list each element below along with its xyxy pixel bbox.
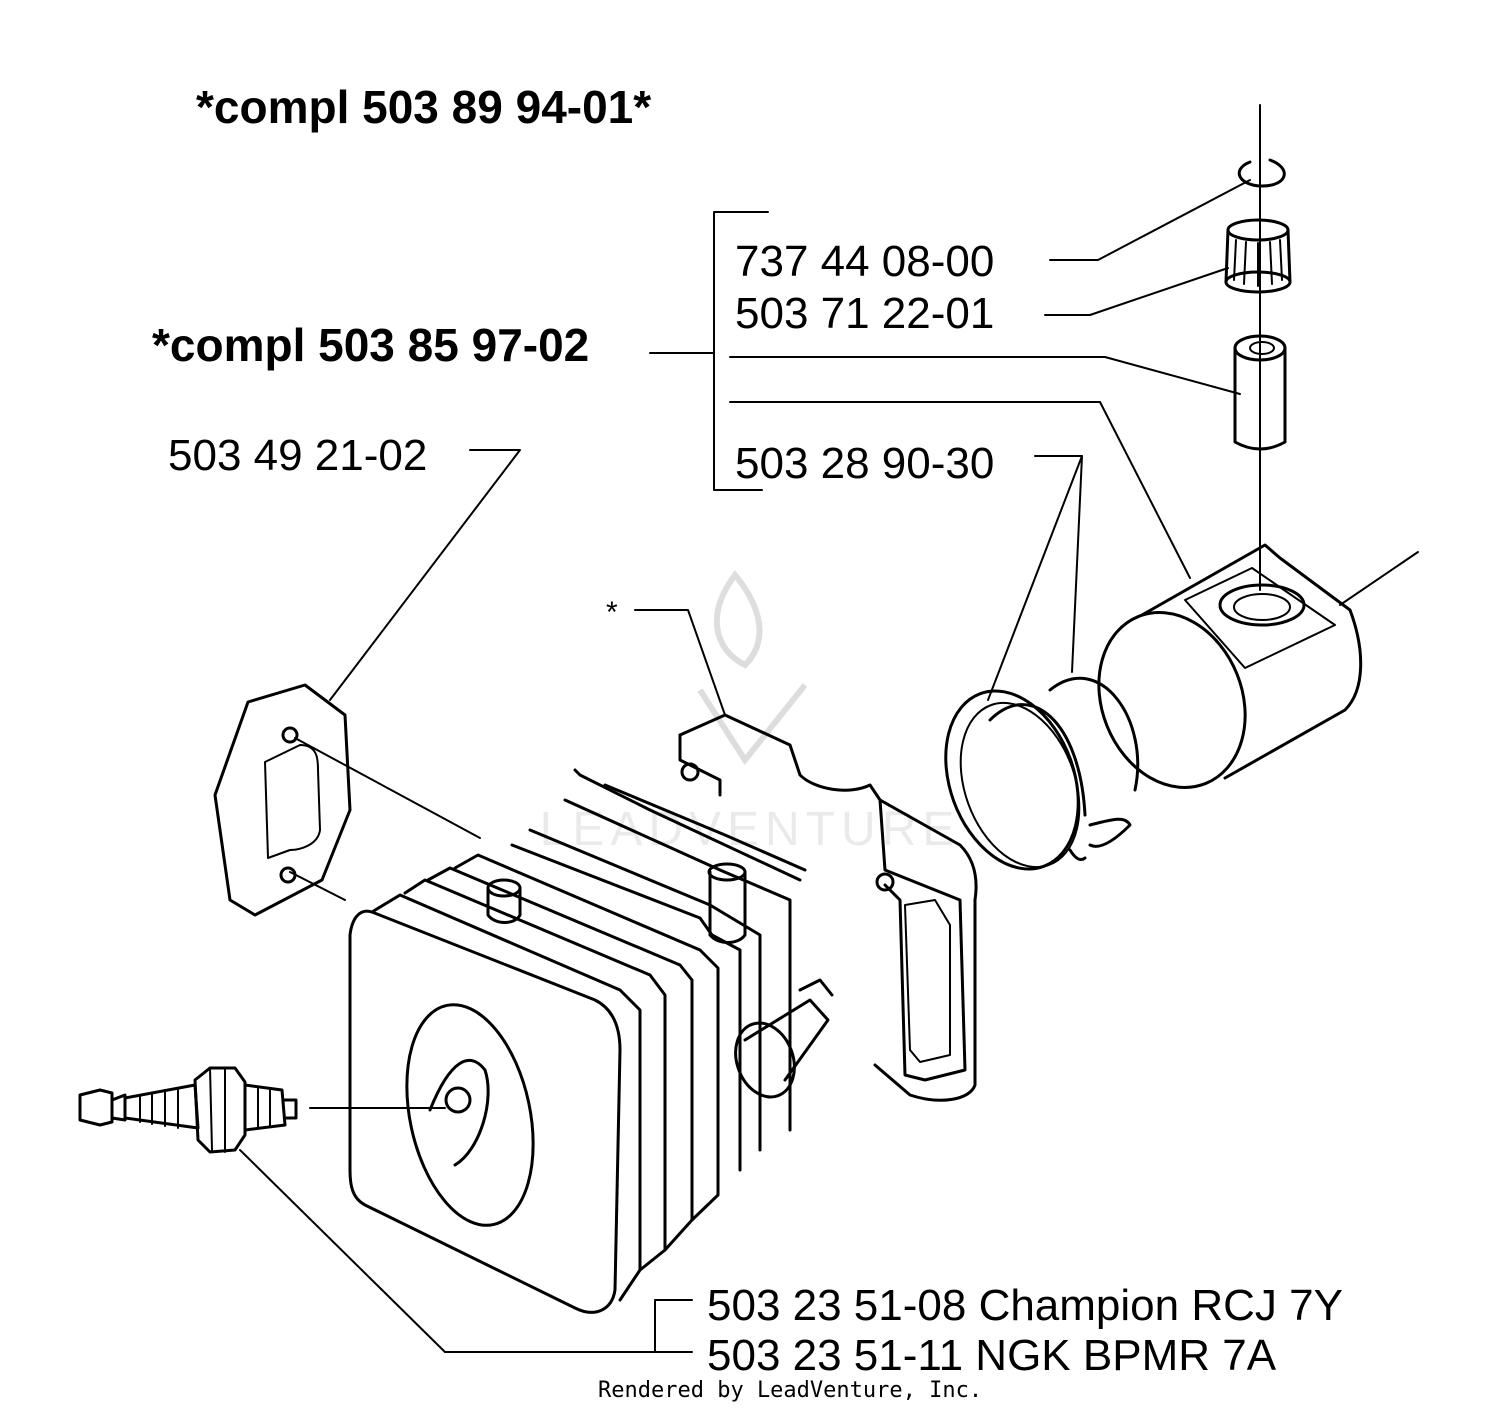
circlip-icon [1237, 158, 1286, 188]
watermark-text: LEADVENTURE [540, 803, 961, 856]
label-needle-bearing: 503 71 22-01 [735, 289, 995, 338]
cylinder-icon [348, 713, 978, 1314]
watermark-logo [697, 570, 808, 766]
label-gasket: 503 49 21-02 [168, 431, 428, 480]
piston-rings-icon [944, 676, 1140, 871]
gasket-icon [213, 683, 352, 917]
label-spark-plug-champion: 503 23 51-08 Champion RCJ 7Y [707, 1281, 1343, 1330]
piston-icon [1097, 543, 1363, 789]
piston-pin-icon [1233, 334, 1287, 451]
label-complete-unit: *compl 503 89 94-01* [196, 81, 652, 133]
label-spark-plug-ngk: 503 23 51-11 NGK BPMR 7A [707, 1331, 1277, 1380]
footer-credit: Rendered by LeadVenture, Inc. [598, 1378, 983, 1403]
spark-plug-icon [78, 1066, 298, 1154]
label-cylinder: * [606, 596, 618, 629]
label-circlip: 737 44 08-00 [735, 237, 995, 286]
leader-lines [239, 179, 1419, 1353]
label-piston-kit: *compl 503 85 97-02 [152, 319, 590, 371]
needle-bearing-icon [1224, 218, 1292, 294]
label-piston-rings: 503 28 90-30 [735, 439, 995, 488]
